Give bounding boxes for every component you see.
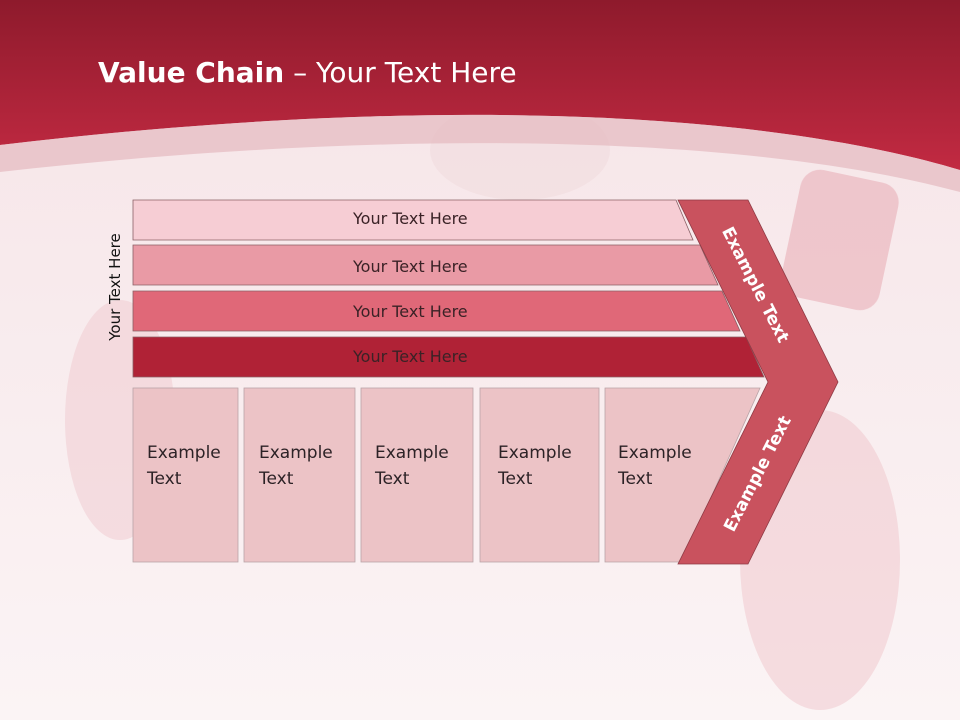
column-5-line2: Text <box>618 469 653 489</box>
row-2-label: Your Text Here <box>353 257 468 276</box>
title-bold: Value Chain <box>98 56 285 89</box>
column-box-3 <box>360 387 474 563</box>
title-rest: – Your Text Here <box>284 56 517 89</box>
column-2-line2: Text <box>259 469 294 489</box>
column-3-line1: Example <box>375 443 449 463</box>
chain-row-1 <box>132 199 694 241</box>
chain-row-4 <box>132 336 765 378</box>
header-band <box>0 0 960 170</box>
column-1-line2: Text <box>147 469 182 489</box>
column-2-line1: Example <box>259 443 333 463</box>
column-box-4 <box>479 387 600 563</box>
column-boxes <box>132 387 761 563</box>
column-4-line2: Text <box>498 469 533 489</box>
slide-title: Value Chain – Your Text Here <box>98 56 517 89</box>
column-3-line2: Text <box>375 469 410 489</box>
row-3-label: Your Text Here <box>353 302 468 321</box>
column-box-2 <box>243 387 356 563</box>
chevron-arrow <box>677 199 839 565</box>
row-4-label: Your Text Here <box>353 347 468 366</box>
side-label: Your Text Here <box>106 233 124 341</box>
column-box-1 <box>132 387 239 563</box>
chain-row-2 <box>132 244 719 286</box>
column-4-line1: Example <box>498 443 572 463</box>
header-swoosh <box>0 114 960 192</box>
column-1-line1: Example <box>147 443 221 463</box>
row-1-label: Your Text Here <box>353 209 468 228</box>
chain-row-3 <box>132 290 741 332</box>
column-5-line1: Example <box>618 443 692 463</box>
